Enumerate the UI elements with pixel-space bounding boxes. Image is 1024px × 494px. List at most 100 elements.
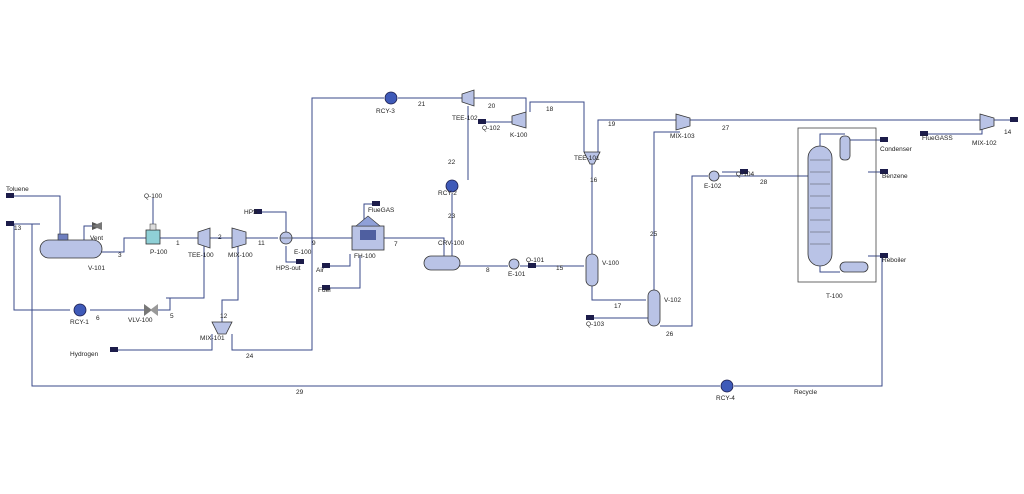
label-s15: 15 bbox=[556, 265, 564, 272]
label-s5: 5 bbox=[170, 313, 174, 320]
rcy3-recycle-icon[interactable] bbox=[384, 91, 398, 105]
label-s21: 21 bbox=[418, 101, 426, 108]
stream-hydrogen-line[interactable] bbox=[118, 334, 213, 351]
condenser-stream-arrow-icon bbox=[880, 137, 888, 142]
stream-29-line[interactable] bbox=[31, 224, 720, 387]
stream-26-line[interactable] bbox=[660, 175, 708, 327]
label-v102: V-102 bbox=[664, 297, 681, 304]
label-s26: 26 bbox=[666, 331, 674, 338]
label-s23: 23 bbox=[448, 213, 456, 220]
stream-17-line[interactable] bbox=[591, 286, 646, 301]
stream-vent-line[interactable] bbox=[83, 225, 92, 240]
label-fh100: FH-100 bbox=[354, 253, 376, 260]
label-s18: 18 bbox=[546, 106, 554, 113]
label-s12: 12 bbox=[220, 313, 228, 320]
label-fuel: Fuel bbox=[318, 287, 331, 294]
stream-fluegass-line[interactable] bbox=[928, 126, 983, 135]
stream-18-line[interactable] bbox=[529, 101, 585, 152]
k100-compressor-icon[interactable] bbox=[511, 111, 527, 129]
stream-hps-out-line[interactable] bbox=[285, 246, 296, 263]
mix102-icon[interactable] bbox=[979, 113, 995, 131]
label-s25: 25 bbox=[650, 231, 658, 238]
e102-heat-exchanger-icon[interactable] bbox=[708, 170, 720, 182]
mix101-icon[interactable] bbox=[211, 321, 233, 335]
e101-heat-exchanger-icon[interactable] bbox=[508, 258, 520, 270]
label-s19: 19 bbox=[608, 121, 616, 128]
label-t100: T-100 bbox=[826, 293, 843, 300]
label-tee100: TEE-100 bbox=[188, 252, 214, 259]
label-toluene: Toluene bbox=[6, 186, 29, 193]
label-rcy3: RCY-3 bbox=[376, 108, 395, 115]
s14-stream-arrow-icon bbox=[1010, 117, 1018, 122]
stream-air-line[interactable] bbox=[330, 254, 351, 267]
label-fluegass: FlueGASS bbox=[922, 135, 953, 142]
stream-fluegas-line[interactable] bbox=[363, 203, 372, 222]
condenser-drum bbox=[839, 135, 851, 161]
tee100-icon[interactable] bbox=[197, 227, 211, 249]
stream-recycle-line[interactable] bbox=[734, 255, 883, 387]
q102-stream-arrow-icon bbox=[478, 119, 486, 124]
label-s6: 6 bbox=[96, 315, 100, 322]
stream-lines bbox=[13, 97, 1012, 387]
vent-valve-icon[interactable] bbox=[92, 222, 102, 230]
label-rcy2: RCY-2 bbox=[438, 190, 457, 197]
rcy4-recycle-icon[interactable] bbox=[720, 379, 734, 393]
tee101-icon[interactable] bbox=[583, 151, 601, 165]
label-v101: V-101 bbox=[88, 265, 105, 272]
stream-25-line[interactable] bbox=[653, 131, 680, 290]
label-q102: Q-102 bbox=[482, 125, 500, 132]
reboiler-stream-arrow-icon bbox=[880, 253, 888, 258]
label-mix100: MIX-100 bbox=[228, 252, 253, 259]
stream-7-line[interactable] bbox=[384, 237, 445, 256]
hps-stream-arrow-icon bbox=[254, 209, 262, 214]
label-s17: 17 bbox=[614, 303, 622, 310]
crv100-reactor-icon[interactable] bbox=[423, 255, 461, 271]
label-fluegas: FlueGAS bbox=[368, 207, 395, 214]
stream-3-line[interactable] bbox=[100, 237, 146, 253]
v102-vessel[interactable] bbox=[647, 289, 661, 327]
rcy2-recycle-icon[interactable] bbox=[445, 179, 459, 193]
vlv100-valve-icon[interactable] bbox=[144, 304, 158, 316]
label-s1: 1 bbox=[176, 240, 180, 247]
tee102-icon[interactable] bbox=[461, 89, 475, 107]
label-crv100: CRV-100 bbox=[438, 240, 465, 247]
label-mix102: MIX-102 bbox=[972, 140, 997, 147]
label-e100: E-100 bbox=[294, 249, 312, 256]
label-s7: 7 bbox=[394, 241, 398, 248]
hydrogen-stream-arrow-icon bbox=[110, 347, 118, 352]
fh100-fired-heater-icon[interactable] bbox=[351, 215, 385, 251]
label-s14: 14 bbox=[1004, 129, 1012, 136]
stream-fuel-line[interactable] bbox=[330, 256, 361, 289]
benzene-stream-arrow-icon bbox=[880, 169, 888, 174]
p100-pump[interactable] bbox=[145, 223, 161, 245]
labels: Toluene 13 Vent V-101 3 Q-100 P-100 1 2 … bbox=[6, 101, 1012, 402]
air-stream-arrow-icon bbox=[322, 263, 330, 268]
v101-vessel[interactable] bbox=[39, 233, 103, 259]
stream-arrows bbox=[6, 117, 1018, 352]
q104-stream-arrow-icon bbox=[740, 169, 748, 174]
label-air: Air bbox=[316, 267, 325, 274]
stream-13-line[interactable] bbox=[13, 224, 70, 311]
label-q100: Q-100 bbox=[144, 193, 162, 200]
stream-5-line[interactable] bbox=[166, 244, 205, 299]
stream-19-line[interactable] bbox=[597, 119, 676, 156]
stream-24-line[interactable] bbox=[231, 97, 384, 351]
fuel-stream-arrow-icon bbox=[322, 285, 330, 290]
label-v100: V-100 bbox=[602, 260, 619, 267]
stream-12-line[interactable] bbox=[221, 246, 239, 322]
stream-toluene-line[interactable] bbox=[14, 195, 61, 236]
mix100-icon[interactable] bbox=[231, 227, 247, 249]
mix103-icon[interactable] bbox=[675, 113, 691, 131]
rcy1-recycle-icon[interactable] bbox=[73, 303, 87, 317]
stream-20-line[interactable] bbox=[474, 97, 527, 112]
v100-vessel[interactable] bbox=[585, 253, 599, 287]
stream-hps-line[interactable] bbox=[262, 211, 287, 232]
q103-stream-arrow-icon bbox=[586, 315, 594, 320]
label-vent: Vent bbox=[90, 235, 103, 242]
label-s16: 16 bbox=[590, 177, 598, 184]
e100-heat-exchanger-icon[interactable] bbox=[279, 231, 293, 245]
label-k100: K-100 bbox=[510, 132, 528, 139]
t100-distillation-column[interactable] bbox=[807, 133, 869, 273]
label-s11: 11 bbox=[258, 240, 265, 247]
